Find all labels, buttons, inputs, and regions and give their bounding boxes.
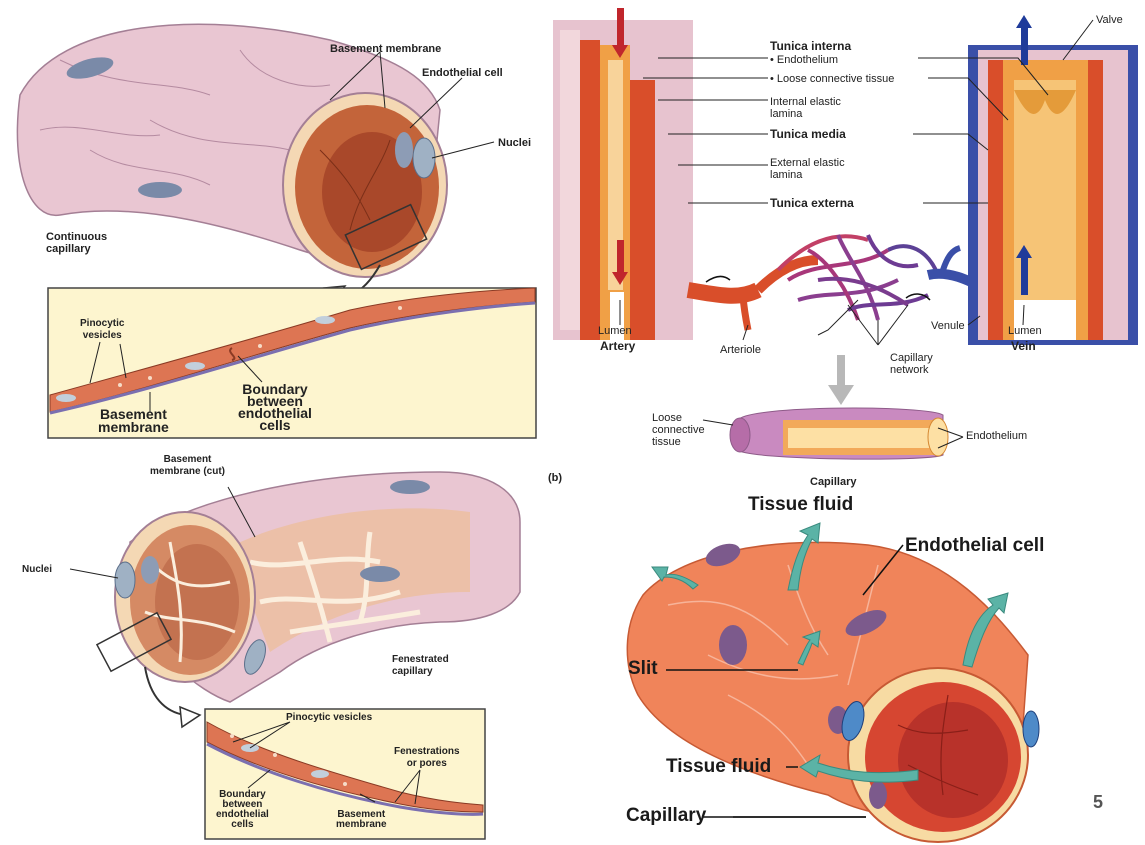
label-tissue-fluid-bottom: Tissue fluid <box>666 757 771 777</box>
label-loose-connective-tissue-capillary: Loose connective tissue <box>652 412 705 448</box>
label-fenestrated-capillary: Fenestrated capillary <box>392 654 449 678</box>
label-tissue-fluid-top: Tissue fluid <box>748 495 853 515</box>
label-capillary-section: Capillary <box>810 476 856 488</box>
label-capillary-large: Capillary <box>626 806 706 826</box>
label-internal-elastic-lamina: Internal elastic lamina <box>770 96 841 120</box>
label-endothelium: • Endothelium <box>770 54 838 66</box>
artery-vein-panel: Tunica interna • Endothelium • Loose con… <box>548 0 1145 495</box>
continuous-capillary-panel: Basement membrane Endothelial cell Nucle… <box>0 0 545 445</box>
inset-label-pinocytic-vesicles: Pinocytic vesicles <box>80 318 124 342</box>
label-lumen-artery: Lumen <box>598 325 632 337</box>
label-continuous-capillary: Continuous capillary <box>46 231 107 255</box>
inset-label-fenestrations: Fenestrations or pores <box>394 746 460 770</box>
label-vein: Vein <box>1011 340 1036 352</box>
label-valve: Valve <box>1096 14 1123 26</box>
label-capillary-network: Capillary network <box>890 352 933 376</box>
label-tunica-externa: Tunica externa <box>770 197 854 209</box>
fenestrated-capillary-illustration <box>0 452 545 845</box>
label-loose-connective-tissue: • Loose connective tissue <box>770 73 894 85</box>
page-number: 5 <box>1093 796 1103 808</box>
label-basement-membrane: Basement membrane <box>330 43 441 55</box>
label-artery: Artery <box>600 340 635 352</box>
inset-label-pinocytic-vesicles: Pinocytic vesicles <box>286 712 372 724</box>
panel-tag-b: (b) <box>548 472 562 484</box>
fenestrated-capillary-panel: Basement membrane (cut) Nuclei Fenestrat… <box>0 452 545 845</box>
label-lumen-vein: Lumen <box>1008 325 1042 337</box>
inset-label-basement-membrane: Basement membrane <box>336 810 387 830</box>
inset-label-boundary: Boundary between endothelial cells <box>216 790 269 830</box>
inset-label-basement-membrane: Basement membrane <box>98 408 169 434</box>
label-arteriole: Arteriole <box>720 344 761 356</box>
label-tunica-interna: Tunica interna <box>770 40 851 52</box>
label-endothelium-capillary: Endothelium <box>966 430 1027 442</box>
label-nuclei: Nuclei <box>498 137 531 149</box>
label-external-elastic-lamina: External elastic lamina <box>770 157 845 181</box>
inset-label-boundary: Boundary between endothelial cells <box>238 383 312 431</box>
label-fenestrated-nuclei: Nuclei <box>22 564 52 576</box>
label-endothelial-cell: Endothelial cell <box>422 67 503 79</box>
tissue-fluid-panel: Tissue fluid Endothelial cell Slit Tissu… <box>548 495 1145 845</box>
label-slit: Slit <box>628 659 658 679</box>
label-basement-membrane-cut: Basement membrane (cut) <box>150 454 225 478</box>
label-venule: Venule <box>931 320 965 332</box>
label-tunica-media: Tunica media <box>770 128 846 140</box>
label-endothelial-cell-large: Endothelial cell <box>905 536 1044 556</box>
